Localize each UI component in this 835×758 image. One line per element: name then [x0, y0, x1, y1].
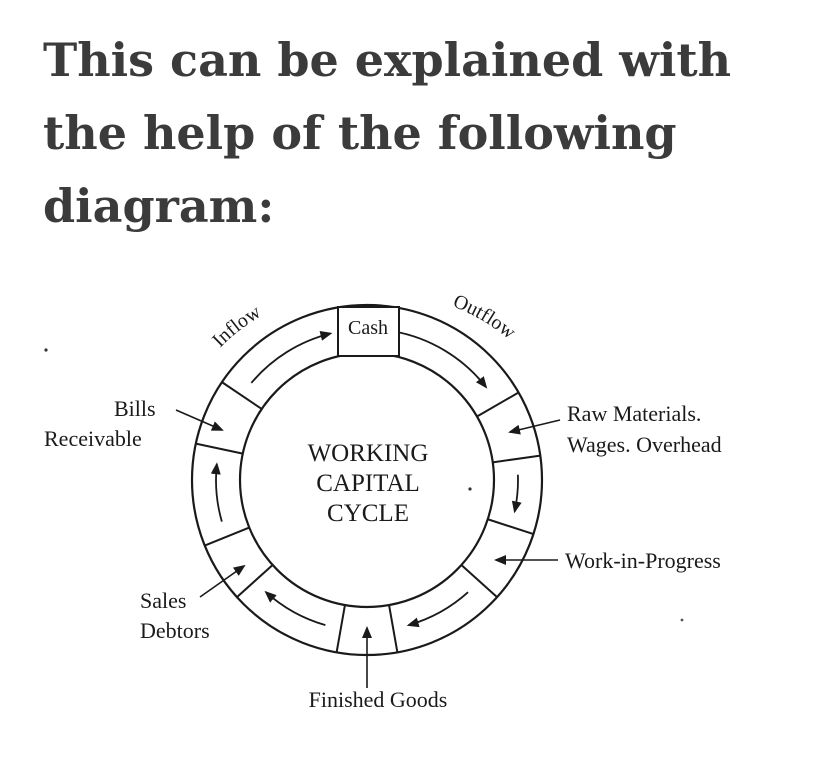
bills-label: Bills [114, 396, 156, 421]
finished-to-sales-arrow [264, 590, 326, 627]
heading-line-1: This can be explained with [43, 33, 732, 87]
ring-divider [492, 454, 541, 464]
ring-dividers [195, 381, 541, 653]
speck [44, 348, 48, 352]
pointer-arrows [175, 409, 561, 688]
outflow-label: Outflow [450, 290, 520, 344]
inflow-arrow [250, 331, 333, 384]
ring-divider [204, 526, 250, 547]
sales-to-bills-arrow [210, 462, 223, 522]
receivable-label: Receivable [44, 426, 142, 451]
center-line-1: WORKING [308, 440, 429, 467]
ring-divider [335, 604, 346, 653]
work-in-progress-label: Work-in-Progress [565, 548, 721, 573]
speck [680, 618, 684, 622]
ring-divider [195, 442, 243, 455]
outflow-arrow [393, 330, 488, 389]
ring-divider [236, 564, 274, 598]
ring-divider [460, 564, 498, 598]
speck [468, 487, 472, 491]
sales-debtors-pointer [199, 564, 246, 598]
cycle-arrows [210, 330, 522, 628]
ring-divider [476, 391, 520, 418]
heading: This can be explained with the help of t… [43, 24, 803, 243]
ring-divider [487, 518, 534, 536]
center-line-3: CYCLE [327, 500, 409, 527]
heading-line-2: the help of the following [43, 106, 677, 160]
raw-materials-pointer [508, 419, 561, 435]
ring-divider [388, 604, 399, 653]
wip-to-finished-arrow [406, 591, 469, 628]
raw-materials-label-2: Wages. Overhead [567, 432, 722, 457]
raw-materials-label-1: Raw Materials. [567, 401, 701, 426]
finished-goods-label: Finished Goods [309, 687, 448, 712]
sales-label: Sales [140, 588, 186, 613]
ring-divider [221, 381, 263, 410]
cash-label: Cash [348, 317, 388, 339]
raw-to-wip-arrow [511, 474, 522, 514]
debtors-label: Debtors [140, 618, 210, 643]
center-line-2: CAPITAL [316, 470, 420, 497]
heading-line-3: diagram: [43, 179, 275, 233]
cash-box [337, 306, 400, 357]
bills-receivable-pointer [175, 409, 224, 431]
